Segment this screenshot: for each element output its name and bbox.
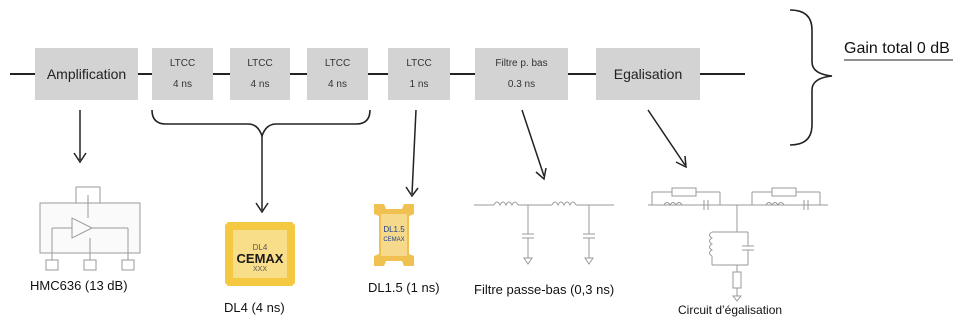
block-ltcc-1-delay: 4 ns [173,79,192,90]
caption-hmc636: HMC636 (13 dB) [30,278,128,293]
caption-dl15: DL1.5 (1 ns) [368,280,440,295]
block-amplification: Amplification [35,48,138,100]
caption-lowpass: Filtre passe-bas (0,3 ns) [474,282,615,297]
dl4-chip-code: XXX [252,266,267,273]
block-ltcc-4: LTCC 1 ns [388,48,450,100]
block-equalization: Egalisation [596,48,700,100]
arrow-ltcc-single [411,109,417,195]
dl15-chip-text: DL1.5 CEMAX [381,224,407,246]
block-equalization-label: Egalisation [613,66,683,82]
dl15-chip [374,204,414,266]
caption-dl4: DL4 (4 ns) [224,300,285,315]
block-ltcc-1-label: LTCC [169,58,196,69]
dl15-chip-brand: CEMAX [383,237,405,243]
block-ltcc-2-delay: 4 ns [250,79,270,90]
arrow-filter [521,109,545,177]
dl15-chip-model: DL1.5 [383,225,405,234]
equalizer-schematic [648,187,828,302]
arrow-equalizer [647,109,686,166]
block-ltcc-3: LTCC 4 ns [307,48,368,100]
dl4-chip-text: DL4 CEMAX XXX [233,232,287,275]
dl4-chip-model: DL4 [252,243,268,252]
ltcc-group-brace [151,109,371,139]
gain-brace [789,9,833,146]
lowpass-schematic [474,201,614,265]
dl4-chip [225,222,295,286]
caption-equalizer: Circuit d’égalisation [678,303,783,317]
block-ltcc-3-delay: 4 ns [328,79,347,90]
hmc636-schematic [39,186,141,271]
block-ltcc-4-label: LTCC [406,58,432,69]
block-ltcc-4-delay: 1 ns [409,79,429,90]
block-lowpass-filter-label: Filtre p. bas [495,58,548,69]
block-lowpass-filter: Filtre p. bas 0.3 ns [475,48,568,100]
block-ltcc-2-label: LTCC [247,58,273,69]
block-lowpass-filter-delay: 0.3 ns [507,79,536,90]
dl4-chip-brand: CEMAX [236,251,284,266]
total-gain-label: Gain total 0 dB [844,40,950,57]
block-ltcc-2: LTCC 4 ns [230,48,290,100]
block-ltcc-1: LTCC 4 ns [152,48,213,100]
block-amplification-label: Amplification [46,66,127,82]
block-ltcc-3-label: LTCC [324,58,351,69]
